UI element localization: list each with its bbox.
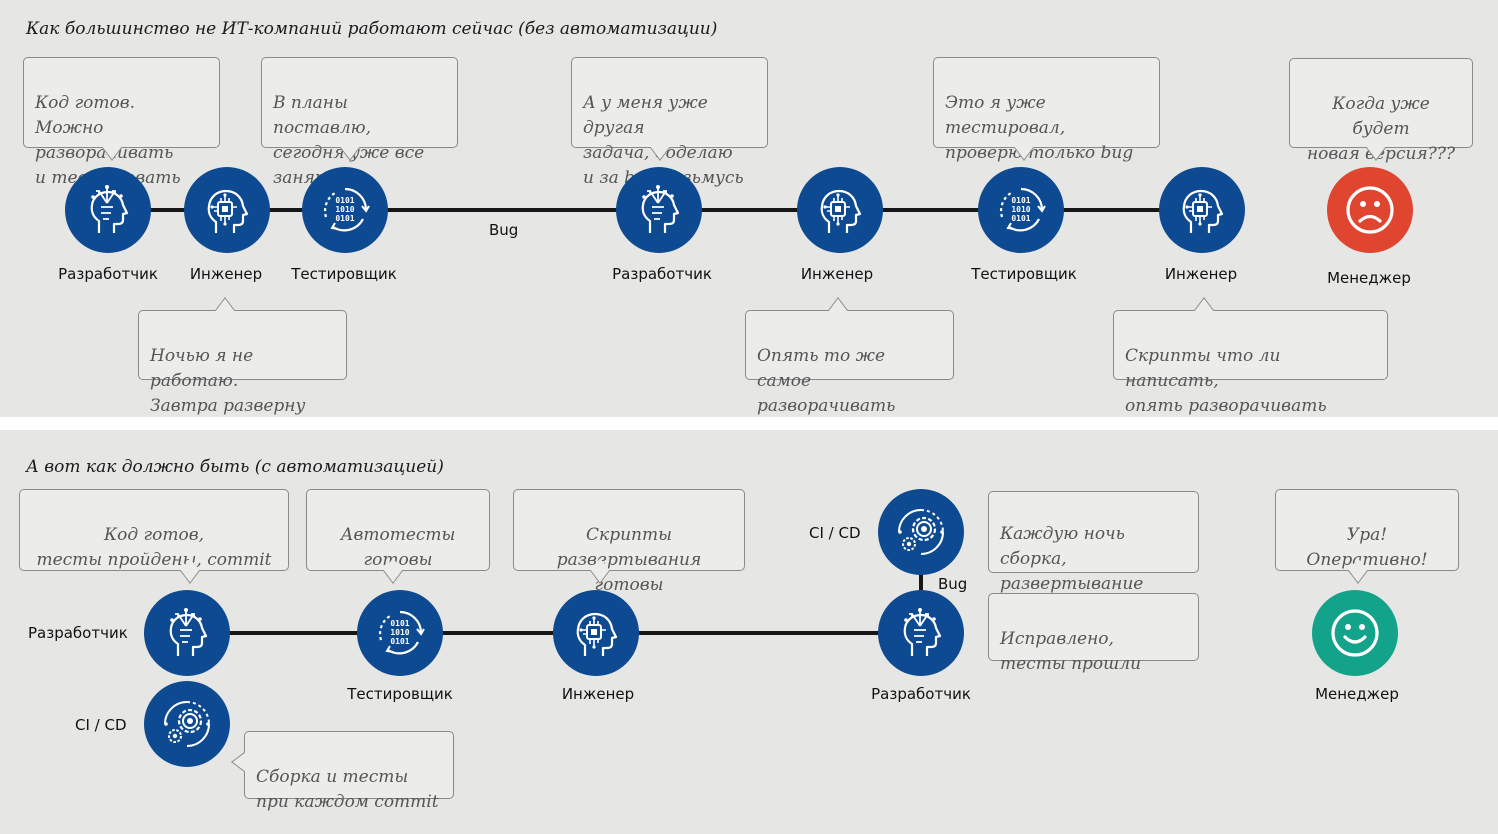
speech-bubble: Автотесты готовы: [306, 489, 490, 584]
bubble-text: Ночью я не работаю. Завтра разверну: [150, 346, 306, 416]
developer-icon: [169, 606, 208, 658]
ci-cd-gear-icon: [897, 508, 945, 556]
node-label: Разработчик: [871, 685, 971, 703]
bug-label: Bug: [489, 221, 519, 239]
engineer-icon: [207, 189, 249, 235]
node-manager-sad: [1327, 167, 1413, 253]
bubble-text: Код готов, тесты пройдены, commit: [36, 525, 272, 570]
panel-without-automation: Как большинство не ИТ-компаний работают …: [0, 0, 1498, 417]
node-developer: [144, 590, 230, 676]
bug-connector: [919, 533, 923, 631]
bug-label: Bug: [938, 575, 968, 593]
speech-bubble: Опять то же самое разворачивать: [745, 297, 954, 416]
node-manager-happy: [1312, 590, 1398, 676]
bubble-text: Исправлено, тесты прошли: [1000, 629, 1142, 674]
node-label: Инженер: [561, 685, 635, 703]
section-title: Как большинство не ИТ-компаний работают …: [26, 19, 718, 39]
node-label: Тестировщик: [347, 685, 453, 703]
speech-bubble: Ура! Оперативно!: [1275, 489, 1459, 584]
node-label: Разработчик: [58, 265, 158, 283]
node-engineer: [184, 167, 270, 253]
node-label: CI / CD: [75, 716, 127, 734]
speech-bubble: А у меня уже другая задача, доделаю и за…: [571, 57, 768, 188]
engineer-icon: [576, 612, 618, 658]
node-engineer: [553, 590, 639, 676]
node-label: CI / CD: [809, 524, 861, 542]
speech-bubble: Код готов, тесты пройдены, commit: [19, 489, 289, 584]
speech-bubble: Когда уже будет новая версия???: [1289, 58, 1473, 164]
node-developer: [878, 590, 964, 676]
bubble-text: Когда уже будет новая версия???: [1306, 94, 1456, 164]
node-engineer: [1159, 167, 1245, 253]
panel-with-automation: А вот как должно быть (с автоматизацией)…: [0, 430, 1498, 834]
developer-icon: [90, 183, 129, 235]
developer-icon: [641, 183, 680, 235]
developer-icon: [903, 606, 942, 658]
node-tester: [978, 167, 1064, 253]
sad-face-icon: [1346, 186, 1394, 234]
tester-icon: [323, 187, 371, 232]
node-ci-cd: [144, 681, 230, 767]
speech-bubble: Это я уже тестировал, проверю только bug: [933, 57, 1160, 163]
node-label: Менеджер: [1315, 685, 1399, 703]
bubble-tail: [231, 752, 257, 772]
speech-bubble: Скрипты развертывания готовы: [513, 489, 745, 595]
node-label: Тестировщик: [971, 265, 1077, 283]
node-label: Разработчик: [612, 265, 712, 283]
bubble-text: Опять то же самое разворачивать: [757, 346, 896, 416]
section-title: А вот как должно быть (с автоматизацией): [26, 457, 444, 477]
node-label: Менеджер: [1327, 269, 1411, 287]
speech-bubble: Скрипты что ли написать, опять разворачи…: [1113, 297, 1388, 416]
happy-face-icon: [1331, 609, 1379, 657]
bubble-text: Сборка и тесты при каждом commit: [256, 767, 439, 812]
bubble-text: А у меня уже другая задача, доделаю и за…: [583, 93, 744, 188]
node-tester: [302, 167, 388, 253]
bubble-text: Это я уже тестировал, проверю только bug: [945, 93, 1134, 163]
node-engineer: [797, 167, 883, 253]
speech-bubble: Ночью я не работаю. Завтра разверну: [138, 297, 347, 416]
node-developer: [616, 167, 702, 253]
node-label: Тестировщик: [291, 265, 397, 283]
engineer-icon: [1182, 189, 1224, 235]
tester-icon: [999, 187, 1047, 232]
engineer-icon: [820, 189, 862, 235]
bubble-tail: [828, 297, 848, 323]
node-developer: [65, 167, 151, 253]
ci-cd-gear-icon: [163, 700, 211, 748]
bubble-tail: [1194, 297, 1214, 323]
speech-bubble: Код готов. Можно разворачивать и тестиро…: [23, 57, 220, 188]
node-label: Инженер: [1164, 265, 1238, 283]
speech-bubble: Каждую ночь сборка, развертывание и тест…: [988, 491, 1199, 619]
tester-icon: [378, 610, 426, 655]
node-label: Разработчик: [28, 624, 128, 642]
bubble-text: Ура! Оперативно!: [1306, 525, 1428, 570]
node-tester: [357, 590, 443, 676]
bubble-text: Скрипты что ли написать, опять разворачи…: [1125, 346, 1327, 416]
speech-bubble: В планы поставлю, сегодня уже все занято: [261, 57, 458, 188]
speech-bubble: Сборка и тесты при каждом commit: [231, 731, 454, 812]
node-label: Инженер: [189, 265, 263, 283]
bubble-tail: [215, 297, 235, 323]
speech-bubble: Исправлено, тесты прошли: [988, 593, 1199, 674]
bubble-text: В планы поставлю, сегодня уже все занято: [273, 93, 425, 188]
bubble-text: Скрипты развертывания готовы: [556, 525, 702, 595]
bubble-text: Автотесты готовы: [340, 525, 456, 570]
node-label: Инженер: [800, 265, 874, 283]
node-ci-cd: [878, 489, 964, 575]
